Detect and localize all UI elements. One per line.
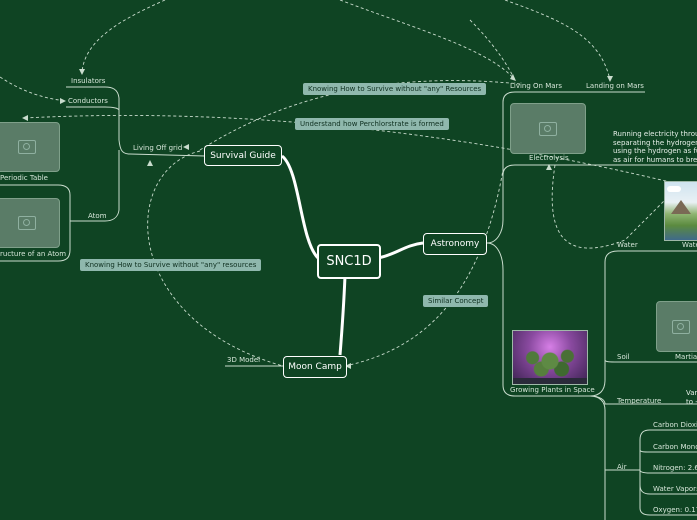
3d-model-label[interactable]: 3D Model: [227, 356, 261, 364]
moon-camp-node[interactable]: Moon Camp: [283, 356, 347, 378]
water-label[interactable]: Water: [617, 241, 638, 249]
astronomy-node[interactable]: Astronomy: [423, 233, 487, 255]
survival-guide-node[interactable]: Survival Guide: [204, 145, 282, 166]
temperature-value-line: Var: [686, 389, 697, 397]
electrolysis-desc-line: Running electricity throug: [613, 130, 697, 138]
martian-soil-image[interactable]: [656, 301, 697, 352]
temperature-label[interactable]: Temperature: [617, 397, 662, 405]
air-item[interactable]: Nitrogen: 2.6: [653, 464, 697, 472]
central-topic-node[interactable]: SNC1D: [317, 244, 381, 279]
electrolysis-desc-line: using the hydrogen as fue: [613, 147, 697, 155]
atom-structure-image[interactable]: [0, 198, 60, 248]
soil-label[interactable]: Soil: [617, 353, 630, 361]
water-cycle-image[interactable]: [664, 181, 697, 241]
camera-icon: [18, 216, 36, 230]
temperature-value-line: to -: [686, 397, 697, 406]
camera-icon: [18, 140, 36, 154]
periodic-table-label[interactable]: Periodic Table: [0, 174, 48, 182]
camera-icon: [539, 121, 557, 136]
living-off-grid-label[interactable]: Living Off grid: [133, 144, 183, 152]
atom-label[interactable]: Atom: [88, 212, 107, 220]
air-item[interactable]: Water Vapor:: [653, 485, 697, 493]
landing-on-mars-label[interactable]: Landing on Mars: [586, 82, 644, 90]
conductors-label[interactable]: Conductors: [68, 97, 108, 105]
electrolysis-description: Running electricity throug separating th…: [613, 130, 697, 164]
air-item[interactable]: Carbon Monox: [653, 443, 697, 451]
water-image-label[interactable]: Wate: [682, 241, 697, 249]
electrolysis-desc-line: separating the hydrogen a: [613, 138, 697, 147]
electrolysis-image[interactable]: [510, 103, 586, 154]
air-label[interactable]: Air: [617, 463, 627, 471]
survival-guide-label: Survival Guide: [210, 150, 276, 161]
atom-structure-label[interactable]: ructure of an Atom: [0, 250, 67, 258]
electrolysis-label[interactable]: Electrolysis: [529, 154, 569, 162]
relationship-label-survive-resources[interactable]: Knowing How to Survive without "any" Res…: [303, 83, 487, 95]
central-topic-label: SNC1D: [326, 254, 372, 269]
relationship-label-similar-concept[interactable]: Similar Concept: [423, 295, 489, 307]
air-item[interactable]: Carbon Dioxi: [653, 421, 697, 429]
electrolysis-desc-line: as air for humans to brea: [613, 155, 697, 164]
temperature-value: Var to -: [686, 389, 697, 406]
camera-icon: [672, 319, 690, 334]
astronomy-label: Astronomy: [430, 239, 480, 249]
moon-camp-label: Moon Camp: [288, 362, 342, 372]
periodic-table-image[interactable]: [0, 122, 60, 172]
insulators-label[interactable]: Insulators: [71, 77, 106, 85]
growing-plants-label[interactable]: Growing Plants in Space: [510, 386, 595, 394]
relationship-label-survive-resources-2[interactable]: Knowing How to Survive without "any" res…: [80, 259, 262, 271]
martian-soil-label[interactable]: Martia: [675, 353, 697, 361]
air-item[interactable]: Oxygen: 0.17: [653, 506, 697, 514]
relationship-label-perchlorate[interactable]: Understand how Perchlorstrate is formed: [295, 118, 449, 130]
growing-plants-image[interactable]: [512, 330, 588, 385]
living-on-mars-label[interactable]: Living On Mars: [510, 82, 563, 90]
